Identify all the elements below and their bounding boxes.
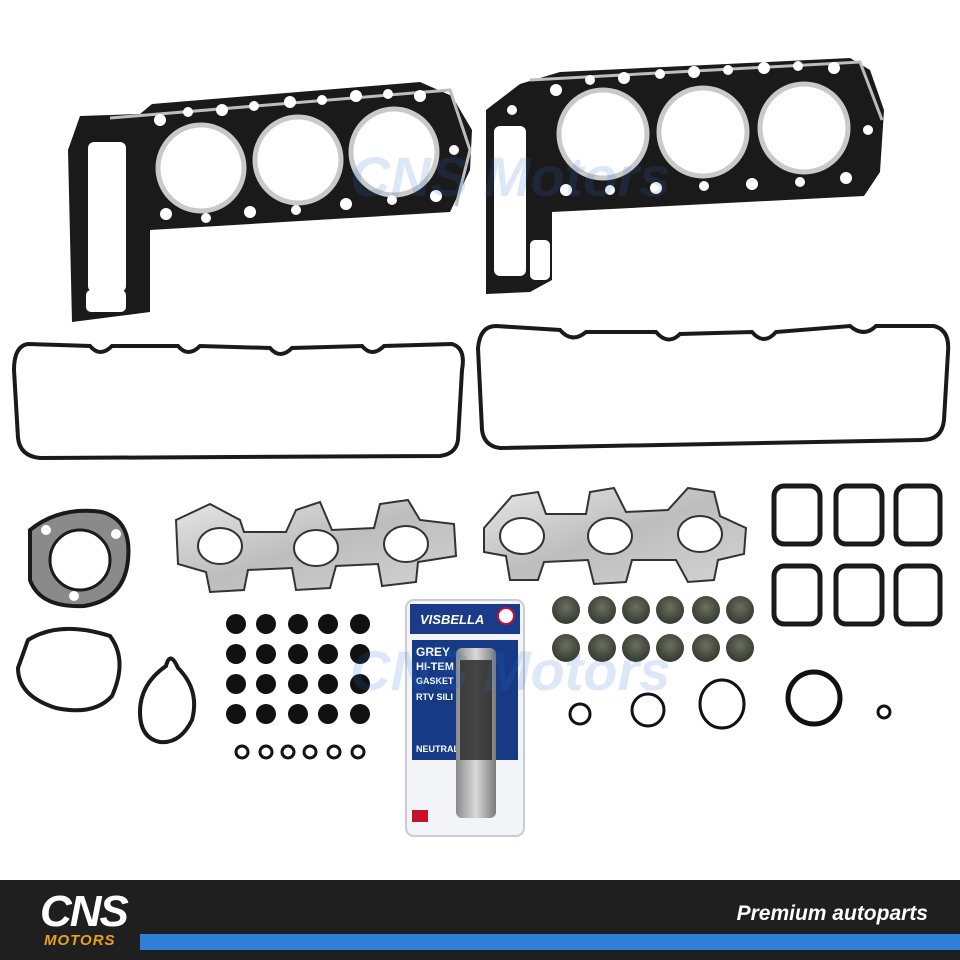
exhaust-manifold-gasket-right (483, 486, 748, 586)
footer-tagline: Premium autoparts (736, 902, 928, 925)
sealant-line3: GASKET M (416, 676, 464, 686)
exhaust-manifold-gasket-left (174, 498, 458, 594)
cns-motors-logo: CNS MOTORS (38, 888, 138, 954)
water-outlet-gasket (137, 656, 197, 745)
thermostat-gasket (15, 626, 122, 713)
sealant-line4: RTV SILI (416, 692, 453, 702)
footer-bar: CNS MOTORS Premium autoparts (0, 880, 960, 960)
watermark-bottom: CNS Motors (350, 639, 670, 702)
sealant-brand: VISBELLA (420, 612, 484, 627)
o-rings (568, 669, 892, 730)
sealant-line2: HI-TEM (416, 661, 454, 673)
head-gasket-left (68, 82, 472, 322)
sealant-line5: NEUTRAL (416, 744, 459, 754)
valve-cover-gasket-right (475, 323, 951, 451)
valve-cover-gasket-left (11, 341, 465, 461)
head-gasket-right (486, 58, 884, 294)
svg-text:CNS: CNS (40, 888, 129, 932)
cns-logo-mark: CNS (40, 888, 131, 932)
intake-port-seals (771, 483, 943, 627)
gasket-kit-photo: VISBELLA GREY HI-TEM GASKET M RTV SILI N… (11, 58, 951, 837)
valve-stem-seals-black (226, 614, 370, 724)
flange-gasket (28, 508, 131, 609)
small-o-rings-row (234, 744, 366, 760)
sealant-line1: GREY (416, 645, 450, 659)
watermark-top: CNS Motors (350, 145, 670, 208)
rtv-sealant-package: VISBELLA GREY HI-TEM GASKET M RTV SILI N… (405, 599, 525, 837)
valve-stem-seals-olive (552, 596, 754, 662)
footer-accent-stripe (140, 934, 960, 950)
logo-subtitle: MOTORS (44, 932, 116, 949)
